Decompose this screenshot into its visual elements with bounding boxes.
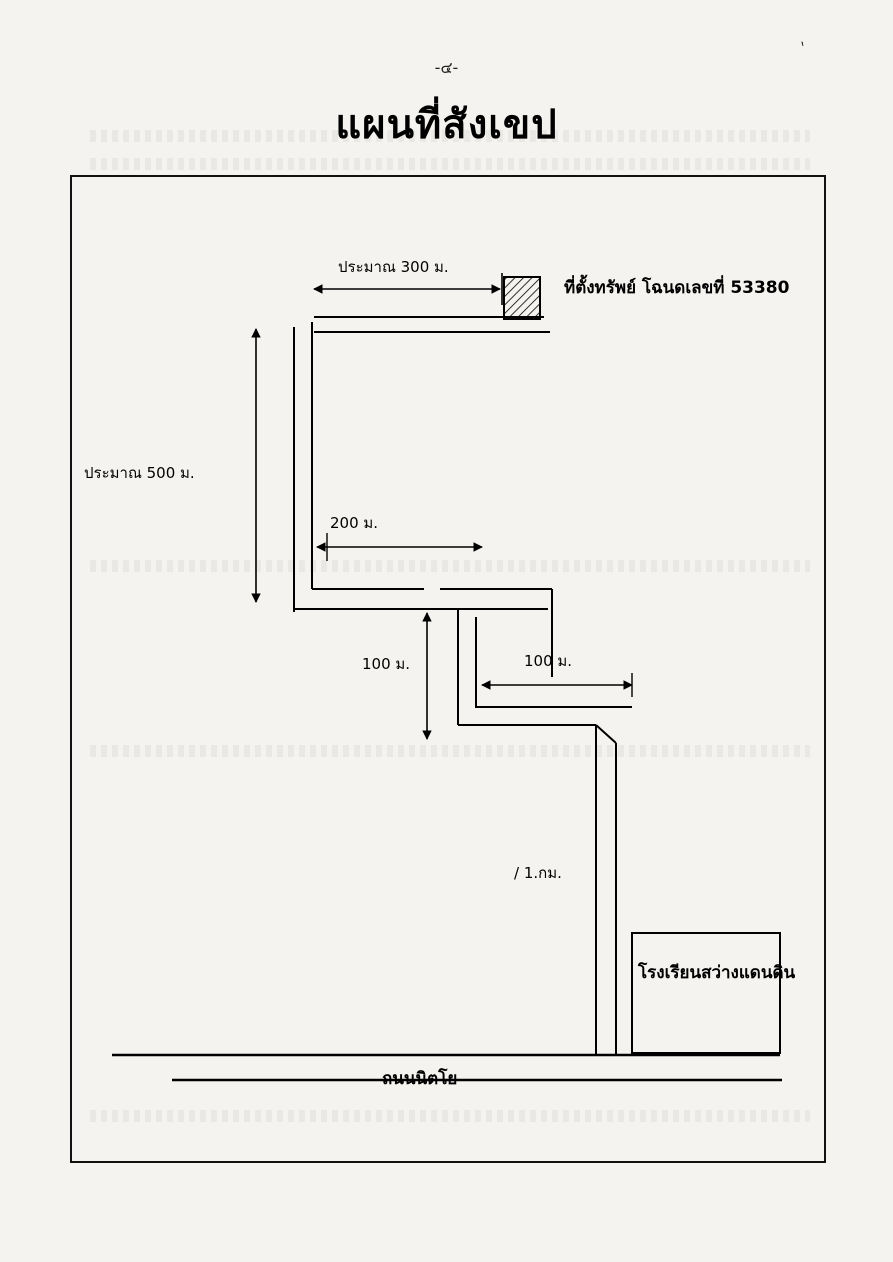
map-frame: ประมาณ 300 ม. ที่ตั้งทรัพย์ โฉนดเลขที่ 5… (70, 175, 826, 1163)
bleed-through (90, 745, 810, 757)
school-building (631, 932, 781, 1054)
bleed-through (90, 158, 810, 170)
label-500: ประมาณ 500 ม. (84, 464, 195, 482)
page-number: -๔- (434, 58, 459, 77)
label-road-small: / 1.กม. (514, 864, 562, 882)
road-vertical (293, 327, 420, 612)
label-main-road: ถนนนิตโย (382, 1069, 458, 1089)
label-200: 200 ม. (330, 514, 379, 532)
sketch-map (112, 273, 782, 1082)
road-to-school (595, 724, 617, 1055)
page-title: แผนที่สังเขป (335, 102, 558, 148)
road-top (311, 316, 550, 487)
main-road (112, 1053, 782, 1082)
property-marker (503, 276, 541, 320)
label-100-left: 100 ม. (362, 655, 411, 673)
road-200 (294, 588, 553, 677)
label-property: ที่ตั้งทรัพย์ โฉนดเลขที่ 53380 (564, 278, 790, 298)
label-100-right: 100 ม. (524, 652, 573, 670)
label-school: โรงเรียนสว่างแดนดิน (638, 963, 796, 983)
bleed-through (90, 130, 810, 142)
label-300: ประมาณ 300 ม. (338, 258, 449, 276)
road-100-down (457, 609, 632, 726)
dimension-300 (313, 273, 503, 305)
bleed-through (90, 1110, 810, 1122)
bleed-through (90, 560, 810, 572)
